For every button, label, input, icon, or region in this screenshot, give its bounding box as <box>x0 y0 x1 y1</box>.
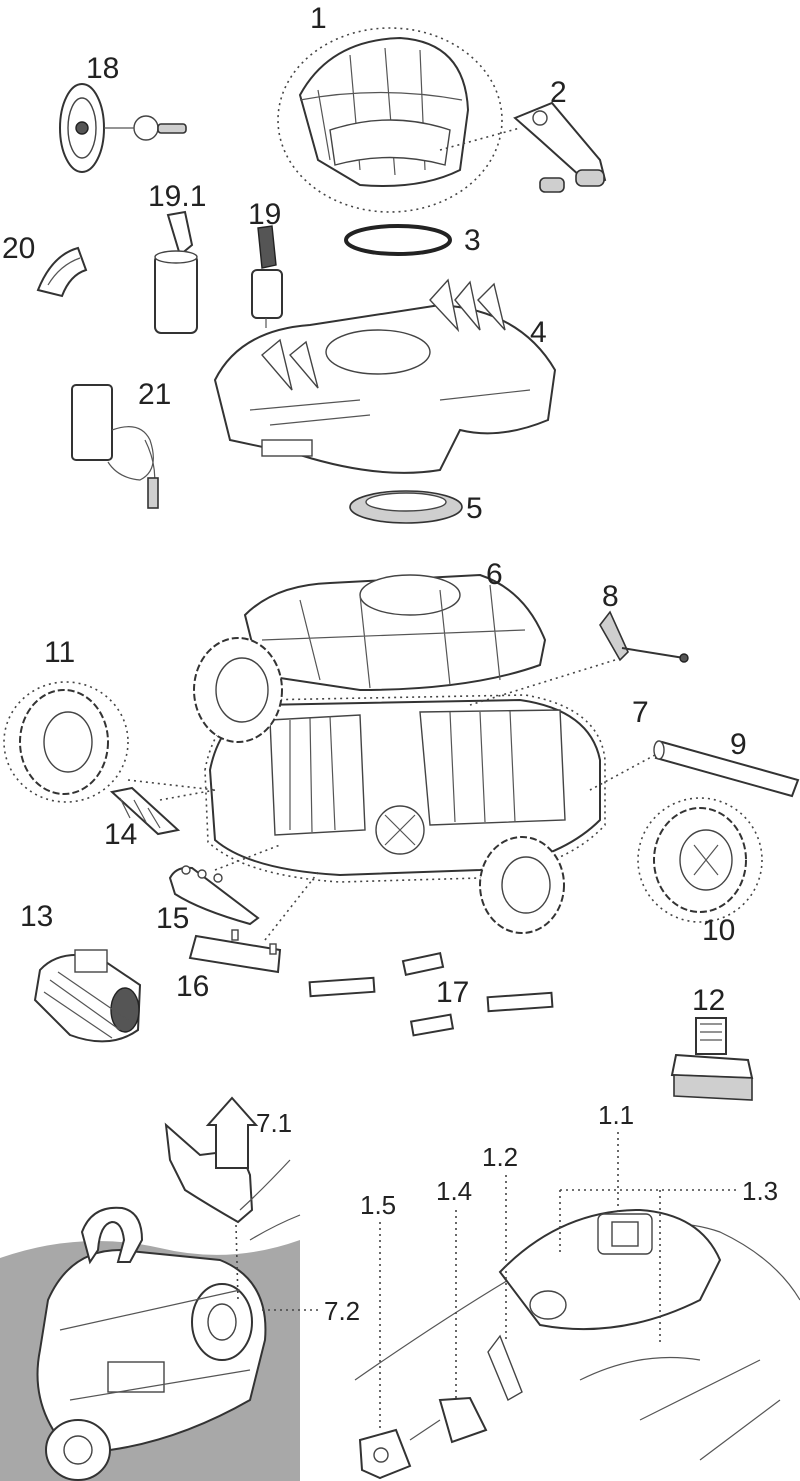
label-19-1: 19.1 <box>148 180 206 213</box>
label-1-1: 1.1 <box>598 1100 634 1130</box>
part-number-labels: 1 2 3 4 5 6 7 8 9 10 11 12 13 14 15 16 1… <box>2 2 778 1326</box>
part-10-wheel <box>637 797 763 923</box>
part-3-o-ring <box>344 224 452 256</box>
chassis-wheel-rear <box>193 637 283 743</box>
label-18: 18 <box>86 52 119 85</box>
part-4-body-shell <box>213 278 557 474</box>
label-7-2: 7.2 <box>324 1296 360 1326</box>
part-15-skirt <box>168 844 281 926</box>
label-12: 12 <box>692 984 725 1017</box>
label-20: 20 <box>2 232 35 265</box>
part-6-upper-housing <box>243 573 547 692</box>
part-5-filter-disc <box>349 490 463 524</box>
chassis-wheel-front <box>479 836 565 934</box>
label-6: 6 <box>486 558 503 591</box>
label-9: 9 <box>730 728 747 761</box>
part-1-top-cover <box>277 27 503 213</box>
label-14: 14 <box>104 818 137 851</box>
part-7-chassis <box>204 694 606 883</box>
label-2: 2 <box>550 76 567 109</box>
part-8-axle-pin <box>469 610 689 706</box>
label-11: 11 <box>44 636 75 669</box>
label-4: 4 <box>530 316 547 349</box>
part-16-plate <box>188 869 321 974</box>
part-14-flap <box>109 786 216 836</box>
label-5: 5 <box>466 492 483 525</box>
label-10: 10 <box>702 914 735 947</box>
part-21-power-supply <box>71 384 159 509</box>
label-8: 8 <box>602 580 619 613</box>
label-21: 21 <box>138 378 171 411</box>
label-7: 7 <box>632 696 649 729</box>
robot-in-water-illustration <box>0 1206 300 1481</box>
part-12-brush <box>670 1017 754 1101</box>
part-13-pump-motor <box>33 949 142 1043</box>
leader-lines-1-x <box>379 1132 738 1432</box>
part-11-wheel <box>3 681 216 803</box>
label-15: 15 <box>156 902 189 935</box>
part-18-wheel-pin <box>59 83 187 173</box>
label-13: 13 <box>20 900 53 933</box>
part-17-weights <box>308 952 554 1037</box>
label-3: 3 <box>464 224 481 257</box>
top-detail-closeup <box>354 1208 800 1480</box>
label-16: 16 <box>176 970 209 1003</box>
label-1: 1 <box>310 2 327 35</box>
label-1-2: 1.2 <box>482 1142 518 1172</box>
part-2-bracket <box>439 101 607 193</box>
label-17: 17 <box>436 976 469 1009</box>
label-1-4: 1.4 <box>436 1176 472 1206</box>
part-19-small-motor <box>251 225 283 328</box>
label-1-5: 1.5 <box>360 1190 396 1220</box>
label-19: 19 <box>248 198 281 231</box>
part-19-1-motor <box>154 210 198 334</box>
part-20-clip <box>36 246 88 298</box>
part-9-roller-tube <box>589 740 800 798</box>
label-1-3: 1.3 <box>742 1176 778 1206</box>
label-7-1: 7.1 <box>256 1108 292 1138</box>
part-7-1-lift-hand <box>164 1096 301 1301</box>
